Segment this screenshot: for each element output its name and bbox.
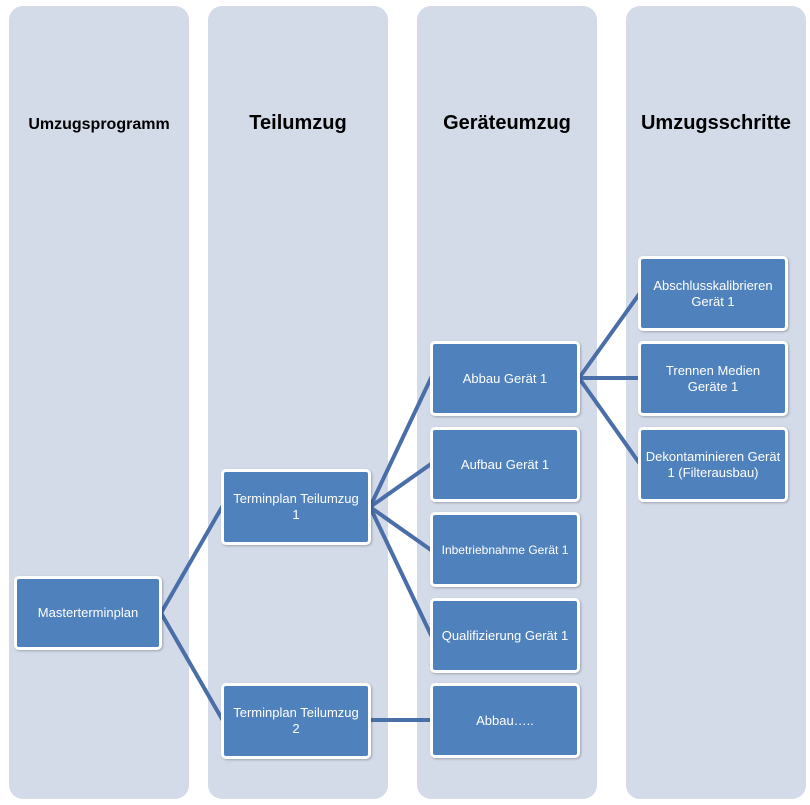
lane-umzugsprogramm [9,6,189,799]
node-qualifizierung-geraet-1: Qualifizierung Gerät 1 [430,598,580,673]
node-inbetriebnahme-geraet-1: Inbetriebnahme Gerät 1 [430,512,580,587]
lane-teilumzug [208,6,388,799]
lane-title-geraeteumzug: Geräteumzug [443,112,571,134]
connector-abbau-abschlusskalibrieren [577,291,642,380]
node-abschlusskalibrieren-geraet-1: Abschlusskalibrieren Gerät 1 [638,256,788,331]
connector-teilumzug1-inbetriebnahme [368,505,433,552]
connector-teilumzug1-aufbau [368,462,433,509]
node-terminplan-teilumzug-1: Terminplan Teilumzug 1 [221,469,371,545]
lane-title-teilumzug: Teilumzug [249,112,347,134]
node-aufbau-geraet-1: Aufbau Gerät 1 [430,427,580,502]
node-trennen-medien-geraete-1: Trennen Medien Geräte 1 [638,341,788,416]
node-abbau-geraet-1: Abbau Gerät 1 [430,341,580,416]
node-dekontaminieren-geraet-1: Dekontaminieren Gerät 1 (Filterausbau) [638,427,788,502]
connector-teilumzug1-abbau [368,376,433,509]
connector-abbau-dekontaminieren [577,376,642,466]
node-abbau-more: Abbau….. [430,683,580,758]
connector-master-teilumzug1 [159,505,224,615]
node-terminplan-teilumzug-2: Terminplan Teilumzug 2 [221,683,371,759]
connector-master-teilumzug2 [159,611,224,721]
node-masterterminplan: Masterterminplan [14,576,162,650]
connector-teilumzug1-qualifizierung [368,505,433,637]
lane-title-umzugsschritte: Umzugsschritte [640,112,792,134]
lane-title-umzugsprogramm: Umzugsprogramm [28,116,170,133]
